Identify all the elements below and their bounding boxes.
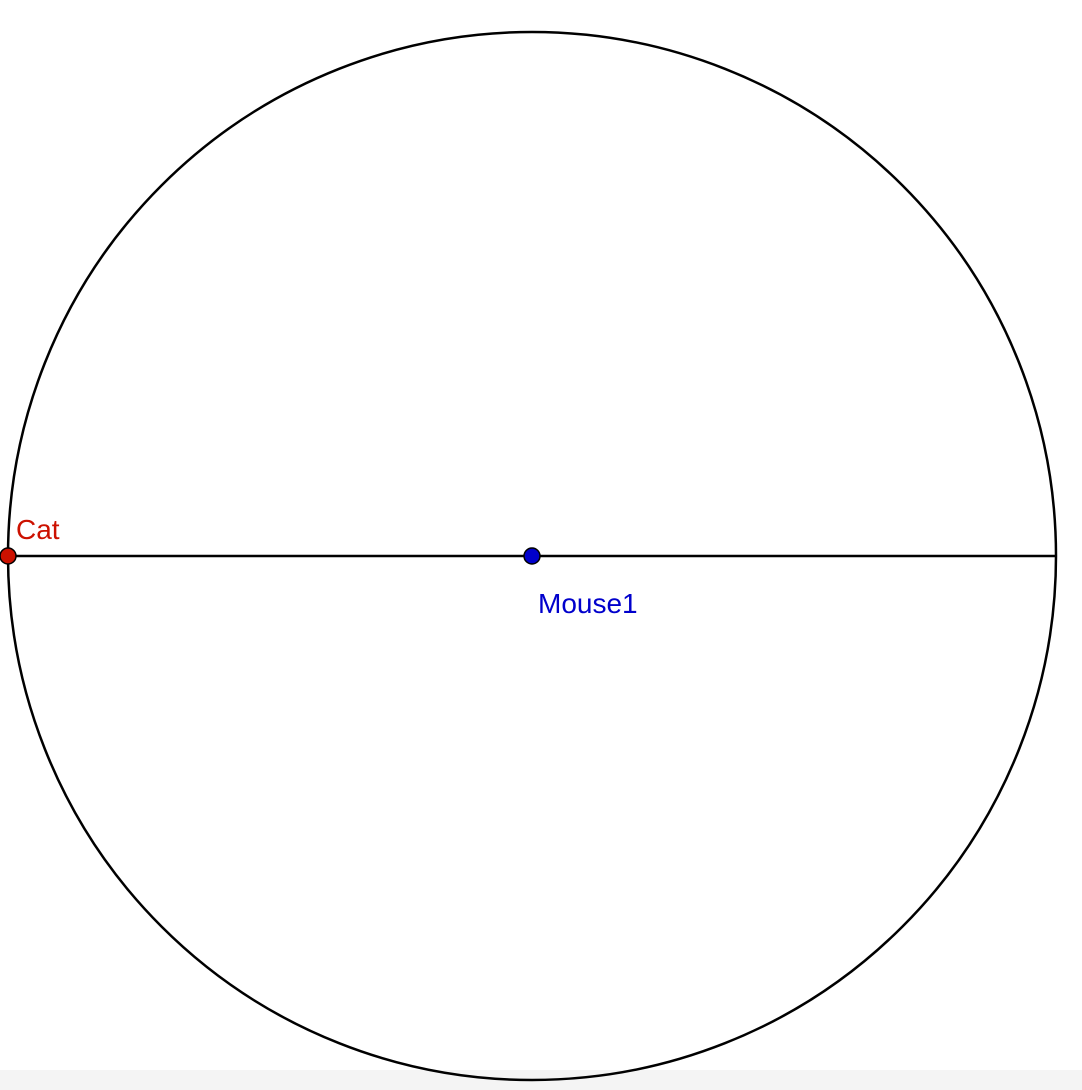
cat-label: Cat (16, 514, 60, 545)
mouse-label: Mouse1 (538, 588, 638, 619)
mouse-point[interactable] (523, 547, 541, 565)
cat-point[interactable] (0, 547, 17, 565)
